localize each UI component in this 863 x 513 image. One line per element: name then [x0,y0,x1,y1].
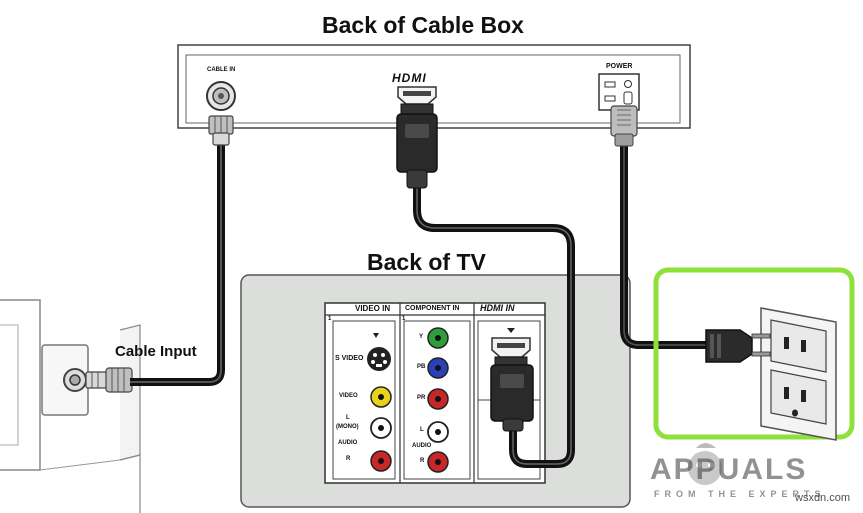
component-audio-l-port [427,421,449,443]
power-plug-outlet [705,329,771,363]
cable-box-title: Back of Cable Box [322,12,524,38]
video-in-header: VIDEO IN [355,304,391,313]
component-pb-label: PB [417,364,426,370]
hdmi-in-header: HDMI IN [480,303,515,313]
hdmi-logo-box: HDMI [392,71,427,85]
audio-l-rca-port [370,417,392,439]
hdmi-cable [413,185,575,468]
coax-cable [130,140,225,386]
tv-title: Back of TV [367,249,486,275]
audio-r-rca-port [370,450,392,472]
cable-in-port-label: CABLE IN [207,67,236,73]
component-y-port [427,327,449,349]
section-number: 1 [328,316,332,322]
section-number: 1 [402,316,406,322]
component-pb-port [427,357,449,379]
power-cable [620,145,712,349]
outlet-highlight [653,267,855,440]
power-plug-box [610,105,638,147]
s-video-label: S VIDEO [335,355,364,362]
component-l-label: L [420,427,424,433]
watermark-tagline: FROM THE EXPERTS [654,489,826,499]
watermark-brand: APPUALS [650,453,808,486]
cable-input-label: Cable Input [115,343,197,360]
component-audio-r-port [427,451,449,473]
mono-label: (MONO) [336,424,359,430]
component-in-header: COMPONENT IN [405,305,460,312]
wall-outlet [760,307,837,441]
power-port-label: POWER [606,63,633,70]
cable-in-port [206,81,236,111]
audio-label: AUDIO [338,440,358,446]
component-r-label: R [420,458,425,464]
hdmi-plug-tv [490,356,534,432]
coax-connector-box [208,115,234,146]
s-video-port [367,333,391,371]
hdmi-port-box [397,86,437,105]
video-label: VIDEO [339,393,358,399]
audio-l-label: L [346,415,350,421]
video-rca-port [370,386,392,408]
hdmi-plug-box [396,103,438,189]
audio-r-label: R [346,456,351,462]
component-pr-port [427,388,449,410]
power-port [598,73,640,111]
component-pr-label: PR [417,395,426,401]
component-audio-label: AUDIO [412,443,432,449]
component-y-label: Y [419,334,424,340]
appuals-mascot-icon [688,443,722,485]
watermark-site: wsxdn.com [795,492,851,504]
